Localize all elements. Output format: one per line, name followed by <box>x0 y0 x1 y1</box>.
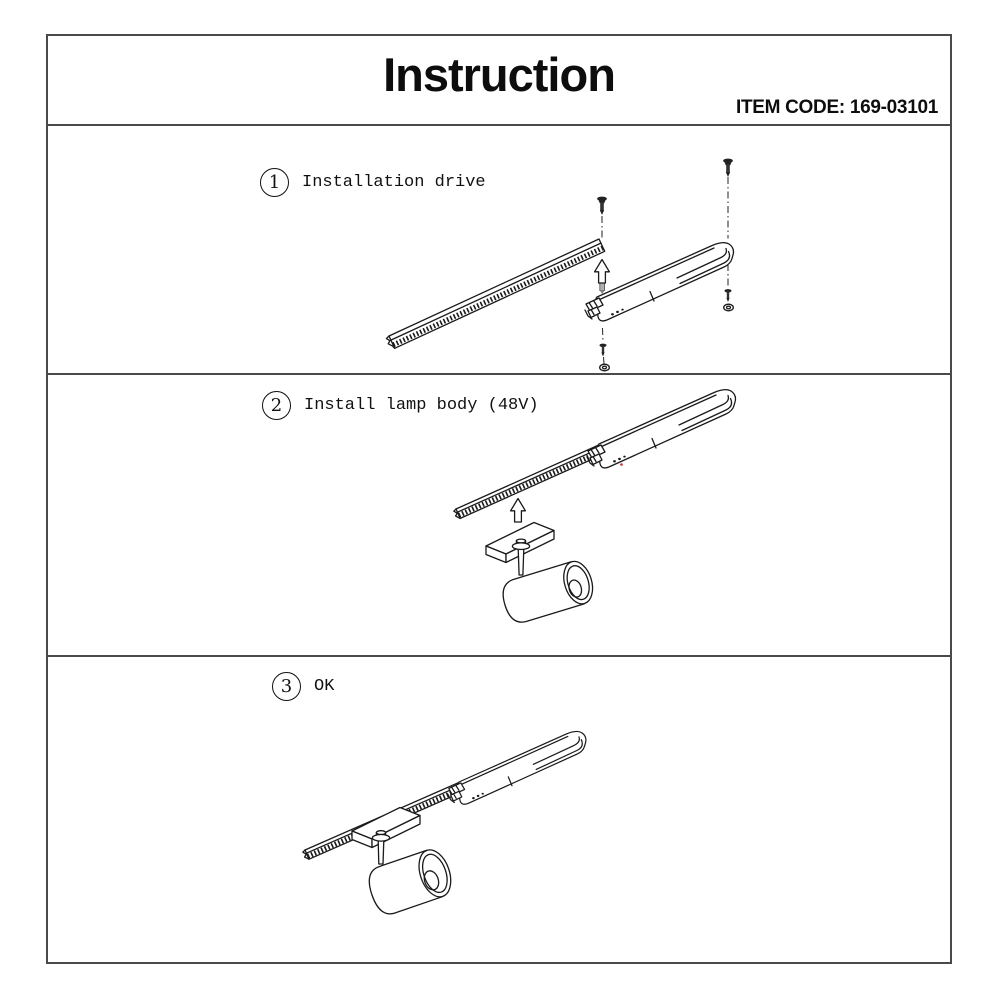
step-2-label: 2 Install lamp body (48V) <box>262 391 539 420</box>
lamp-body <box>485 521 594 623</box>
red-speck <box>620 463 623 466</box>
up-arrow-icon <box>509 497 527 523</box>
lens <box>423 870 440 891</box>
screw-icon <box>599 343 607 357</box>
item-code: ITEM CODE: 169-03101 <box>735 97 938 118</box>
step-3-section: 3 OK <box>48 657 950 962</box>
drive-bracket <box>447 730 587 805</box>
swivel-stem <box>517 548 525 576</box>
lamp-body <box>351 806 452 915</box>
track-rail <box>385 238 606 349</box>
page-title: Instruction <box>383 48 616 101</box>
step-3-label: 3 OK <box>272 672 334 701</box>
lens <box>568 579 583 598</box>
figure-installation-drive <box>385 158 735 372</box>
step-number-badge: 3 <box>272 672 301 701</box>
spotlight-lamp <box>502 560 594 623</box>
track-slot-hatch <box>457 448 605 518</box>
step-label-text: Installation drive <box>302 173 486 192</box>
figure-assembled-result <box>302 730 587 915</box>
track-slot-hatch <box>392 245 604 348</box>
document-frame: Instruction ITEM CODE: 169-03101 1 Insta… <box>46 34 952 964</box>
screw-icon <box>722 158 734 177</box>
swivel-stem <box>377 840 385 865</box>
screw-icon <box>596 196 608 215</box>
step-label-text: OK <box>314 677 335 696</box>
step-number-badge: 2 <box>262 391 291 420</box>
track-slot-hatch <box>306 786 464 859</box>
track-assembled <box>302 730 587 860</box>
drive-bracket <box>586 388 737 469</box>
figure-install-lamp-body <box>453 388 737 623</box>
header: Instruction ITEM CODE: 169-03101 <box>48 36 950 126</box>
washer-icon <box>723 303 734 312</box>
spotlight-lamp <box>368 849 452 915</box>
screw-icon <box>724 288 732 302</box>
washer-icon <box>599 363 610 372</box>
step-number-badge: 1 <box>260 168 289 197</box>
track-adapter <box>351 806 421 849</box>
up-arrow-icon <box>593 258 611 295</box>
track-assembled <box>453 388 737 520</box>
step-1-label: 1 Installation drive <box>260 168 486 197</box>
step-2-section: 2 Install lamp body (48V) <box>48 375 950 657</box>
step-label-text: Install lamp body (48V) <box>304 396 539 415</box>
step-1-section: 1 Installation drive <box>48 126 950 375</box>
drive-bracket <box>584 241 735 322</box>
